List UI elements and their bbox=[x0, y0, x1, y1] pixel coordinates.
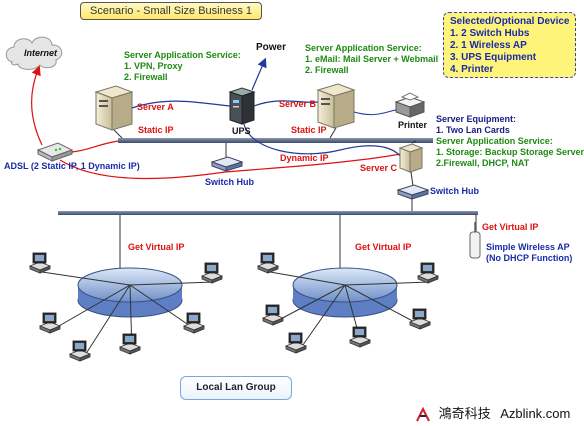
switch-hub-right-icon bbox=[396, 184, 430, 200]
wireless-ap-line-2: (No DHCP Function) bbox=[486, 253, 573, 263]
service-a-item-2: 2. Firewall bbox=[124, 72, 168, 82]
server-a-link bbox=[113, 129, 123, 139]
client-pc-icon bbox=[68, 340, 92, 362]
get-virtual-ip-3-label: Get Virtual IP bbox=[482, 222, 539, 232]
server-c-hub-link bbox=[410, 171, 414, 187]
service-b-item-1: 1. eMail: Mail Server + Webmail bbox=[305, 54, 439, 64]
dynamic-ip-link bbox=[59, 153, 401, 180]
wireless-ap-icon bbox=[469, 222, 481, 259]
client-pc-icon bbox=[182, 312, 206, 334]
ups-server-a-power bbox=[131, 100, 231, 109]
static-ip-b-label: Static IP bbox=[291, 125, 327, 135]
service-a-item-1: 1. VPN, Proxy bbox=[124, 61, 183, 71]
wireless-ap-block: Simple Wireless AP (No DHCP Function) bbox=[486, 242, 572, 264]
static-backbone-bar bbox=[118, 138, 433, 143]
switch-hub-left-label: Switch Hub bbox=[205, 177, 254, 187]
service-b-heading: Server Application Service: bbox=[305, 43, 422, 53]
server-equipment-item: 1. Two Lan Cards bbox=[436, 125, 510, 135]
service-c-heading: Server Application Service: bbox=[436, 136, 553, 146]
service-c-item-1: 1. Storage: Backup Storage Server bbox=[436, 147, 584, 157]
printer-label: Printer bbox=[398, 120, 428, 130]
switch-hub-left-icon bbox=[210, 156, 244, 172]
selected-item-1: 1. 2 Switch Hubs bbox=[450, 28, 530, 39]
selected-device-box: Selected/Optional Device 1. 2 Switch Hub… bbox=[443, 12, 576, 78]
get-virtual-ip-2-label: Get Virtual IP bbox=[355, 242, 412, 252]
lan-backbone-bar bbox=[58, 211, 478, 215]
server-c-icon bbox=[398, 143, 424, 173]
client-pc-icon bbox=[38, 312, 62, 334]
static-ip-a-label: Static IP bbox=[138, 125, 174, 135]
ups-server-b-power bbox=[253, 100, 319, 107]
lan-hub-2-icon bbox=[292, 267, 398, 318]
client-pc-icon bbox=[256, 252, 280, 274]
server-b-link bbox=[329, 127, 337, 139]
service-b-block: Server Application Service: 1. eMail: Ma… bbox=[305, 43, 438, 76]
printer-link bbox=[353, 109, 397, 116]
hub2-spokes bbox=[269, 271, 431, 353]
wireless-ap-line-1: Simple Wireless AP bbox=[486, 242, 570, 252]
selected-item-3: 3. UPS Equipment bbox=[450, 52, 537, 63]
server-c-label: Server C bbox=[360, 163, 398, 173]
client-pc-icon bbox=[408, 308, 432, 330]
internet-cloud-icon bbox=[5, 36, 63, 70]
hub1-spokes bbox=[41, 271, 215, 361]
client-pc-icon bbox=[261, 304, 285, 326]
server-b-label: Server B bbox=[279, 99, 317, 109]
client-pc-icon bbox=[200, 262, 224, 284]
adsl-backbone-link bbox=[71, 140, 119, 153]
brand-logo-icon bbox=[415, 406, 431, 423]
server-equipment-block: Server Equipment: 1. Two Lan Cards bbox=[436, 114, 516, 136]
printer-icon bbox=[394, 92, 426, 118]
internet-label: Internet bbox=[24, 48, 58, 58]
client-pc-icon bbox=[284, 332, 308, 354]
brand-en: Azblink.com bbox=[500, 406, 571, 421]
adsl-modem-icon bbox=[36, 142, 74, 162]
brand-cn: 鴻奇科技 bbox=[438, 406, 491, 421]
server-a-label: Server A bbox=[137, 102, 174, 112]
ups-server-c-power bbox=[243, 123, 401, 157]
dynamic-ip-label: Dynamic IP bbox=[280, 153, 329, 163]
ups-icon bbox=[228, 87, 256, 125]
client-pcs bbox=[28, 252, 440, 362]
diagram-title: Scenario - Small Size Business 1 bbox=[80, 2, 262, 20]
adsl-label: ADSL (2 Static IP, 1 Dynamic IP) bbox=[4, 161, 140, 171]
service-a-block: Server Application Service: 1. VPN, Prox… bbox=[124, 50, 241, 83]
client-pc-icon bbox=[118, 333, 142, 355]
service-a-heading: Server Application Service: bbox=[124, 50, 241, 60]
selected-item-4: 4. Printer bbox=[450, 64, 494, 75]
selected-heading: Selected/Optional Device bbox=[450, 16, 570, 27]
service-c-block: Server Application Service: 1. Storage: … bbox=[436, 136, 584, 169]
client-pc-icon bbox=[28, 252, 52, 274]
adsl-internet-link bbox=[31, 65, 43, 146]
ups-label: UPS bbox=[232, 126, 251, 136]
client-pc-icon bbox=[416, 262, 440, 284]
get-virtual-ip-1-label: Get Virtual IP bbox=[128, 242, 185, 252]
ups-power-arrow bbox=[251, 57, 267, 91]
brand-footer: 鴻奇科技 Azblink.com bbox=[415, 403, 570, 423]
service-b-item-2: 2. Firewall bbox=[305, 65, 349, 75]
switch-hub-right-label: Switch Hub bbox=[430, 186, 479, 196]
server-b-icon bbox=[316, 83, 356, 129]
selected-item-2: 2. 1 Wireless AP bbox=[450, 40, 527, 51]
server-equipment-heading: Server Equipment: bbox=[436, 114, 517, 124]
local-lan-group-label: Local Lan Group bbox=[180, 376, 292, 400]
client-pc-icon bbox=[348, 326, 372, 348]
service-c-item-2: 2.Firewall, DHCP, NAT bbox=[436, 158, 530, 168]
power-label: Power bbox=[256, 42, 287, 53]
server-a-icon bbox=[94, 85, 134, 131]
